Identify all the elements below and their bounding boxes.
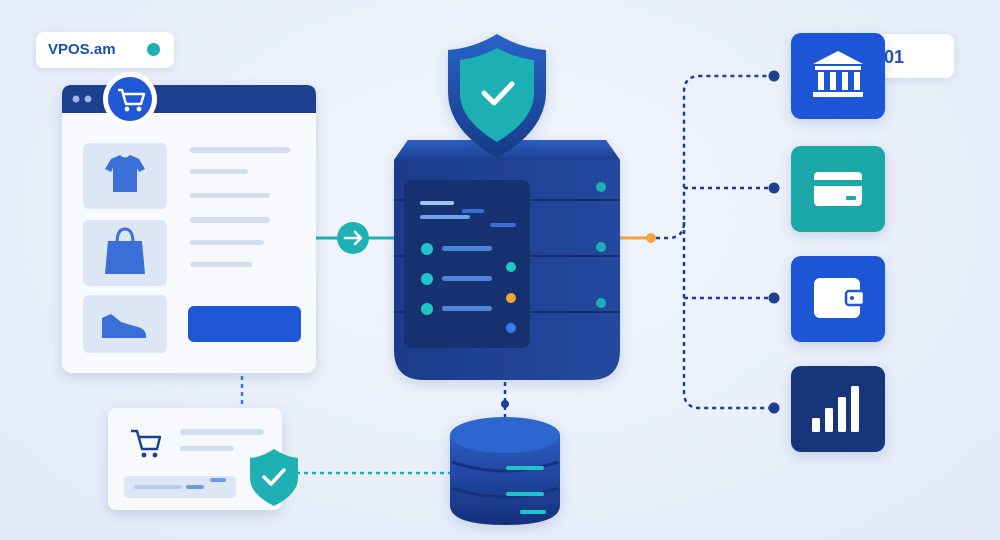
credit-card-icon <box>791 146 885 232</box>
product-description-lines <box>190 147 290 267</box>
shoe-icon <box>102 314 146 338</box>
step-number: 01 <box>884 47 905 67</box>
shield-check-icon <box>448 34 546 158</box>
arrow-right-icon <box>337 222 369 254</box>
brand-name: VPOS.am <box>48 41 116 58</box>
window-dots <box>72 95 92 103</box>
payment-server <box>394 140 620 380</box>
bank-icon <box>791 33 885 119</box>
bar-chart-icon <box>791 366 885 452</box>
connectors <box>240 70 780 475</box>
shield-check-icon <box>250 449 298 506</box>
database-icon <box>450 417 560 525</box>
server-rack-indicators <box>420 201 516 333</box>
cart-icon <box>131 429 162 458</box>
checkout-button[interactable] <box>188 306 301 342</box>
shopping-bag-icon <box>105 227 145 274</box>
wallet-icon <box>791 256 885 342</box>
tshirt-icon <box>105 155 145 192</box>
shopping-cart-icon <box>103 72 157 126</box>
brand-badge: VPOS.am <box>36 32 174 68</box>
receipt-lines <box>124 429 264 498</box>
brand-dot <box>147 43 160 56</box>
